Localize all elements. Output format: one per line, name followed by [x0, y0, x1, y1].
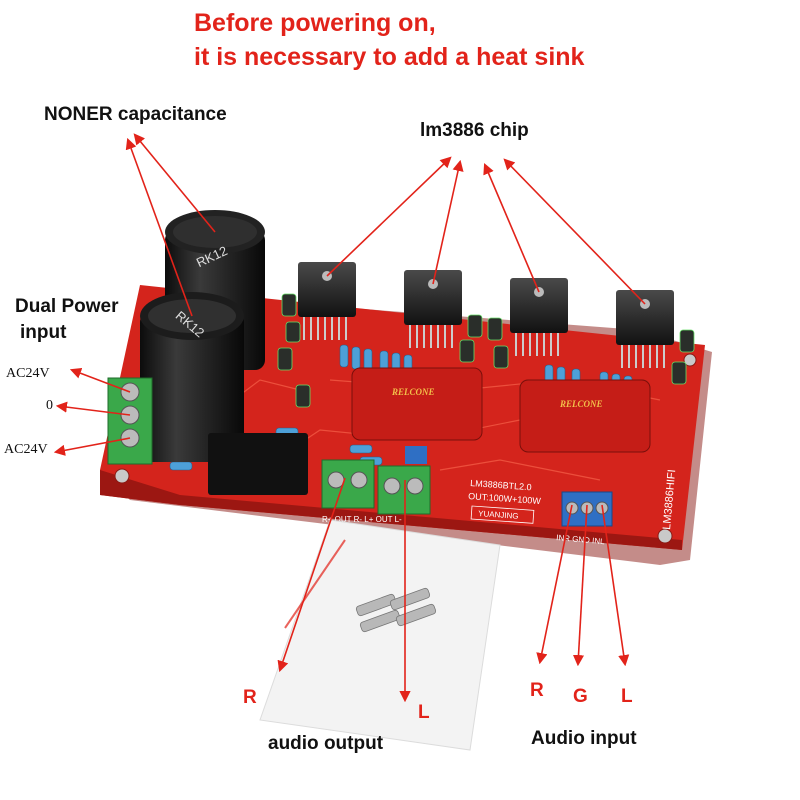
ac24v-bottom-label: AC24V [4, 442, 48, 457]
film-cap-brand: RELCONE [391, 387, 435, 397]
zero-label: 0 [46, 398, 53, 413]
film-cap-brand: RELCONE [559, 399, 603, 409]
mounting-hole [683, 353, 697, 367]
audio-output-callout: audio output [268, 733, 384, 754]
power-input-callout-line-2: input [20, 322, 67, 343]
silk-model: LM3886BTL2.0 [470, 478, 532, 492]
silk-side: LM3886HIFI [661, 469, 678, 530]
power-input-terminal [107, 377, 153, 465]
silk-maker: YUANJING [478, 509, 519, 521]
out-terminal-silk: R+ OUT R- L+ OUT L- [322, 515, 402, 524]
audio-input-callout: Audio input [531, 728, 637, 749]
callout-arrows [53, 133, 646, 703]
input-l-label: L [621, 686, 633, 707]
small-capacitors [277, 293, 695, 408]
screw-bag [259, 519, 501, 751]
title-line-1: Before powering on, [194, 9, 436, 37]
input-r-label: R [530, 680, 544, 701]
chip-callout: lm3886 chip [420, 120, 529, 141]
power-input-callout-line-1: Dual Power [15, 296, 119, 317]
capacitor-callout: NONER capacitance [44, 104, 227, 125]
in-terminal-silk: INR GND INL [556, 533, 606, 546]
output-r-label: R [243, 687, 257, 708]
film-capacitors: RELCONE RELCONE [351, 367, 651, 453]
chip-1 [298, 262, 356, 340]
ac24v-top-label: AC24V [6, 366, 50, 381]
audio-output-terminals: R+ OUT R- L+ OUT L- [321, 446, 431, 524]
chip-3 [510, 278, 568, 356]
mounting-hole [657, 528, 673, 544]
lm3886-chips [298, 262, 674, 368]
title-line-2: it is necessary to add a heat sink [194, 43, 585, 71]
mounting-hole [114, 468, 130, 484]
input-g-label: G [573, 686, 588, 707]
output-l-label: L [418, 702, 430, 723]
relay [208, 433, 308, 495]
